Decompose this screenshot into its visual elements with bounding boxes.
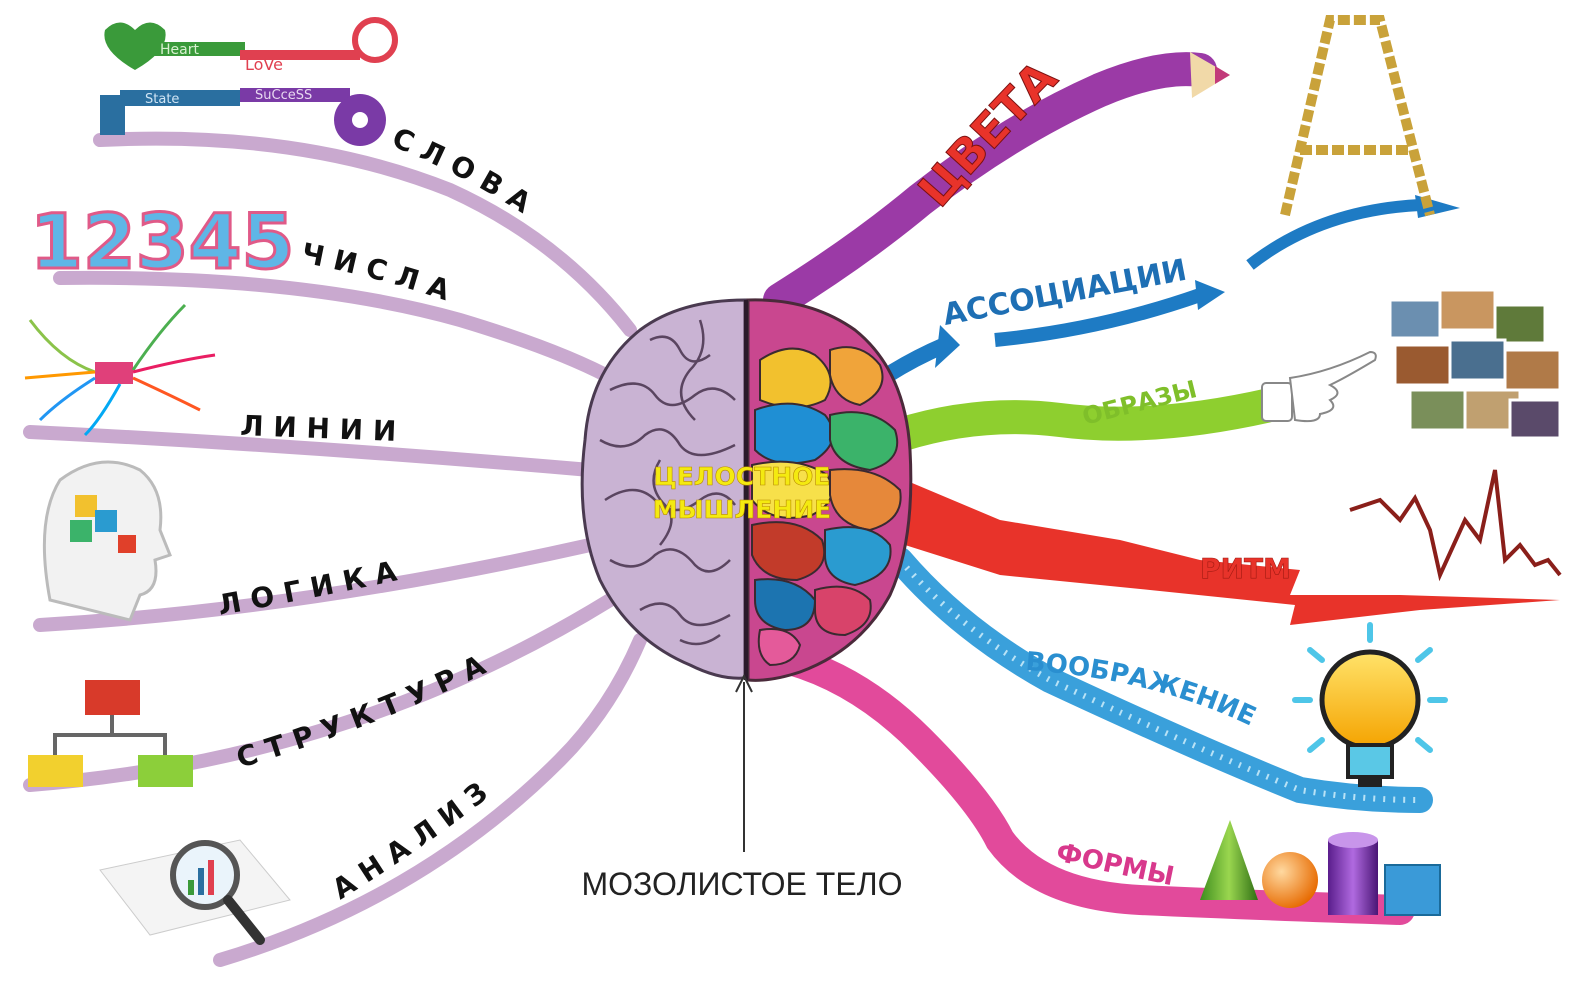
label-logic: Л О Г И К А: [215, 555, 400, 622]
label-lines: Л И Н И И: [240, 409, 397, 448]
label-associations: АССОЦИАЦИИ: [940, 253, 1189, 333]
keys-icon: Heart LoVe State SuCceSS: [100, 20, 395, 146]
magnifier-chart-icon: [100, 840, 290, 940]
branch-numbers-line: [60, 278, 615, 380]
key-word-success: SuCceSS: [255, 88, 312, 103]
light-bulb-icon: [1295, 625, 1445, 787]
heartbeat-line: [1350, 470, 1560, 575]
center-title-line1: ЦЕЛОСТНОЕ: [654, 462, 831, 491]
pencil-lead: [1215, 66, 1230, 84]
corpus-callosum-label: МОЗОЛИСТОЕ ТЕЛО: [581, 866, 902, 902]
photo-collage-icon: [1390, 290, 1560, 438]
label-structure: С Т Р У К Т У Р А: [233, 648, 491, 774]
mini-mindmap-icon: [25, 305, 215, 435]
head-puzzle-icon: [44, 462, 170, 620]
label-rhythm: РИТМ: [1200, 552, 1291, 585]
corpus-callosum-pointer: МОЗОЛИСТОЕ ТЕЛО: [581, 676, 902, 902]
key-word-love: LoVe: [245, 55, 283, 74]
assoc-arrowhead-2: [1195, 280, 1225, 310]
chain-letter-a-icon: [1285, 20, 1430, 215]
numbers-art-icon: 12345: [30, 197, 294, 286]
brain-illustration: ЦЕЛОСТНОЕ МЫШЛЕНИЕ: [582, 300, 911, 680]
pointing-hand-icon: [1262, 352, 1376, 421]
branch-assoc-arrow-3: [1250, 205, 1420, 265]
key-word-heart: Heart: [160, 42, 199, 58]
key-word-state: State: [145, 92, 179, 107]
center-title-line2: МЫШЛЕНИЕ: [653, 495, 831, 524]
